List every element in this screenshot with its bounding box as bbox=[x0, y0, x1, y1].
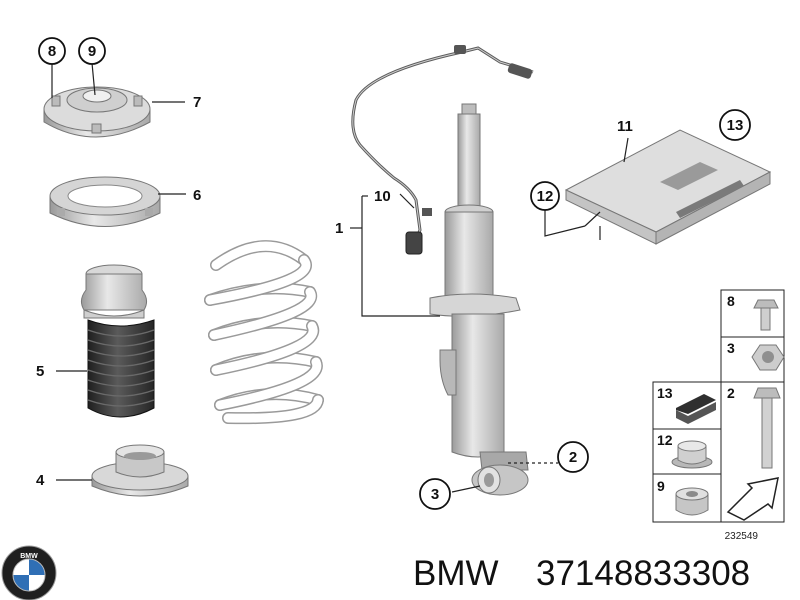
small-parts-table: 8 3 13 2 12 9 bbox=[652, 289, 785, 523]
svg-text:BMW: BMW bbox=[20, 553, 38, 560]
callout-3: 3 bbox=[419, 478, 451, 510]
shock-absorber-part bbox=[429, 103, 529, 496]
bolt-small-icon bbox=[753, 299, 779, 331]
callout-1: 1 bbox=[335, 220, 343, 237]
bearing-ring-part bbox=[49, 176, 161, 227]
long-bolt-icon bbox=[753, 387, 781, 469]
callout-13: 13 bbox=[719, 109, 751, 141]
top-mount-part bbox=[43, 86, 151, 138]
control-unit-part bbox=[564, 129, 772, 245]
table-label-8: 8 bbox=[727, 293, 735, 309]
callout-7: 7 bbox=[193, 94, 201, 111]
svg-text:3: 3 bbox=[431, 486, 439, 503]
diagram-reference-number: 232549 bbox=[725, 531, 759, 542]
callout-12: 12 bbox=[530, 181, 560, 211]
callout-8: 8 bbox=[38, 37, 66, 65]
svg-text:12: 12 bbox=[537, 188, 554, 205]
protective-boot-part bbox=[80, 264, 155, 418]
callout-4: 4 bbox=[36, 472, 45, 489]
callout-9: 9 bbox=[78, 37, 106, 65]
bmw-logo: BMW bbox=[1, 545, 57, 600]
callout-11: 11 bbox=[617, 118, 633, 135]
hex-nut-icon bbox=[751, 344, 785, 371]
brand-label: BMW bbox=[413, 554, 499, 593]
part-number: 37148833308 bbox=[536, 554, 750, 593]
arrow-icon bbox=[726, 477, 779, 521]
coil-spring-part bbox=[204, 240, 324, 425]
svg-text:8: 8 bbox=[48, 43, 56, 60]
table-label-2: 2 bbox=[727, 385, 735, 401]
spring-pad-part bbox=[91, 444, 189, 497]
table-label-12: 12 bbox=[657, 432, 673, 448]
callout-5: 5 bbox=[36, 363, 44, 380]
svg-text:9: 9 bbox=[88, 43, 96, 60]
svg-text:13: 13 bbox=[727, 117, 744, 134]
table-label-9: 9 bbox=[657, 478, 665, 494]
callout-2: 2 bbox=[557, 441, 589, 473]
adhesive-pad-icon bbox=[676, 394, 716, 424]
table-label-3: 3 bbox=[727, 340, 735, 356]
flange-nut-icon bbox=[671, 440, 713, 469]
lock-nut-icon bbox=[675, 487, 709, 516]
table-label-13: 13 bbox=[657, 385, 673, 401]
svg-text:2: 2 bbox=[569, 449, 577, 466]
callout-10: 10 bbox=[374, 188, 391, 205]
sensor-wire-part bbox=[351, 45, 534, 255]
callout-6: 6 bbox=[193, 187, 201, 204]
leader-lines bbox=[51, 62, 629, 493]
